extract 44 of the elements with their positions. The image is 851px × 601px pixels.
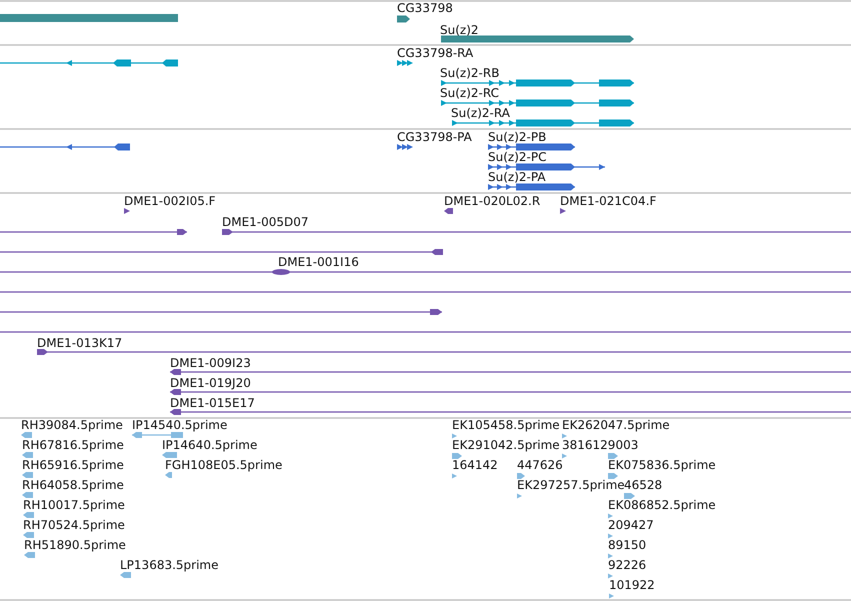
- feature-label: CG33798-PA: [397, 130, 472, 144]
- feature-label: EK262047.5prime: [562, 418, 670, 432]
- feature-label: Su(z)2-RB: [440, 66, 500, 80]
- feature-label: Su(z)2-RC: [440, 86, 499, 100]
- feature-label: FGH108E05.5prime: [165, 458, 282, 472]
- feature-label: RH64058.5prime: [22, 478, 124, 492]
- feature-label: Su(z)2: [440, 23, 479, 37]
- feature-label: DME1-019J20: [170, 376, 251, 390]
- feature-label: EK075836.5prime: [608, 458, 716, 472]
- feature-label: 89150: [608, 538, 646, 552]
- feature-label: DME1-020L02.R: [444, 194, 540, 208]
- feature-label: RH51890.5prime: [24, 538, 126, 552]
- feature-label: 46528: [624, 478, 662, 492]
- feature-label: IP14540.5prime: [132, 418, 228, 432]
- feature-label: Su(z)2-RA: [451, 106, 510, 120]
- feature-label: CG33798: [397, 1, 453, 15]
- feature-label: 101922: [609, 578, 655, 592]
- feature-label: DME1-002I05.F: [124, 194, 216, 208]
- feature-label: RH39084.5prime: [21, 418, 123, 432]
- feature-label: CG33798-RA: [397, 46, 474, 60]
- feature-label: DME1-013K17: [37, 336, 122, 350]
- feature-label: 164142: [452, 458, 498, 472]
- feature-label: Su(z)2-PB: [488, 130, 546, 144]
- feature-label: Su(z)2-PC: [488, 150, 546, 164]
- feature-label: RH70524.5prime: [23, 518, 125, 532]
- feature-label: RH10017.5prime: [23, 498, 125, 512]
- feature-label: 209427: [608, 518, 654, 532]
- feature-label: 447626: [517, 458, 563, 472]
- feature-label: EK086852.5prime: [608, 498, 716, 512]
- feature-label: EK297257.5prime: [517, 478, 625, 492]
- feature-label: 3816129003: [562, 438, 638, 452]
- feature-label: DME1-015E17: [170, 396, 255, 410]
- feature-label: EK291042.5prime: [452, 438, 560, 452]
- feature-label: RH65916.5prime: [22, 458, 124, 472]
- feature-label: DME1-001I16: [278, 255, 359, 269]
- feature-label: IP14640.5prime: [162, 438, 258, 452]
- feature-label: LP13683.5prime: [120, 558, 219, 572]
- feature-label: EK105458.5prime: [452, 418, 560, 432]
- feature-label: DME1-009I23: [170, 356, 251, 370]
- feature-label: 92226: [608, 558, 646, 572]
- feature-label: RH67816.5prime: [22, 438, 124, 452]
- feature-label: DME1-021C04.F: [560, 194, 656, 208]
- feature-label: Su(z)2-PA: [488, 170, 546, 184]
- feature-label: DME1-005D07: [222, 215, 309, 229]
